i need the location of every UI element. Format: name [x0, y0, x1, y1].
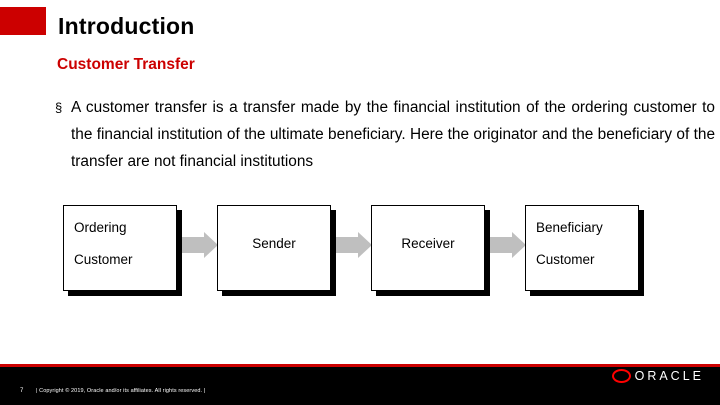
- footer-page-number: 7: [20, 388, 24, 394]
- diagram-box-ordering-customer-line2: Customer: [74, 252, 133, 267]
- title-accent-block: [0, 7, 46, 35]
- arrow-receiver-to-beneficiary: [490, 232, 526, 258]
- diagram-box-beneficiary-customer-line1: Beneficiary: [536, 220, 603, 235]
- bullet-marker-icon: §: [55, 100, 63, 115]
- bullet-paragraph: § A customer transfer is a transfer made…: [55, 94, 715, 175]
- footer-bar: 7 | Copyright © 2019, Oracle and/or its …: [0, 367, 720, 405]
- diagram-box-sender: Sender: [217, 205, 331, 291]
- footer-copyright: | Copyright © 2019, Oracle and/or its af…: [36, 388, 206, 394]
- diagram-box-ordering-customer: Ordering Customer: [63, 205, 177, 291]
- transfer-flow-diagram: Ordering Customer Sender Receiver Benefi…: [57, 205, 657, 300]
- oracle-logo-text: ORACLE: [634, 369, 704, 383]
- diagram-box-ordering-customer-line1: Ordering: [74, 220, 127, 235]
- footer-red-rule: [0, 364, 720, 367]
- arrow-sender-to-receiver: [336, 232, 372, 258]
- arrow-ordering-to-sender: [182, 232, 218, 258]
- oracle-logo: ORACLE: [611, 369, 704, 383]
- oracle-o-icon: [611, 369, 631, 383]
- diagram-box-beneficiary-customer-line2: Customer: [536, 252, 595, 267]
- bullet-body-text: A customer transfer is a transfer made b…: [71, 99, 715, 170]
- section-subtitle: Customer Transfer: [57, 56, 195, 73]
- page-title: Introduction: [58, 13, 195, 39]
- diagram-box-sender-label: Sender: [252, 236, 296, 251]
- diagram-box-beneficiary-customer: Beneficiary Customer: [525, 205, 639, 291]
- diagram-box-receiver-label: Receiver: [401, 236, 455, 251]
- diagram-box-receiver: Receiver: [371, 205, 485, 291]
